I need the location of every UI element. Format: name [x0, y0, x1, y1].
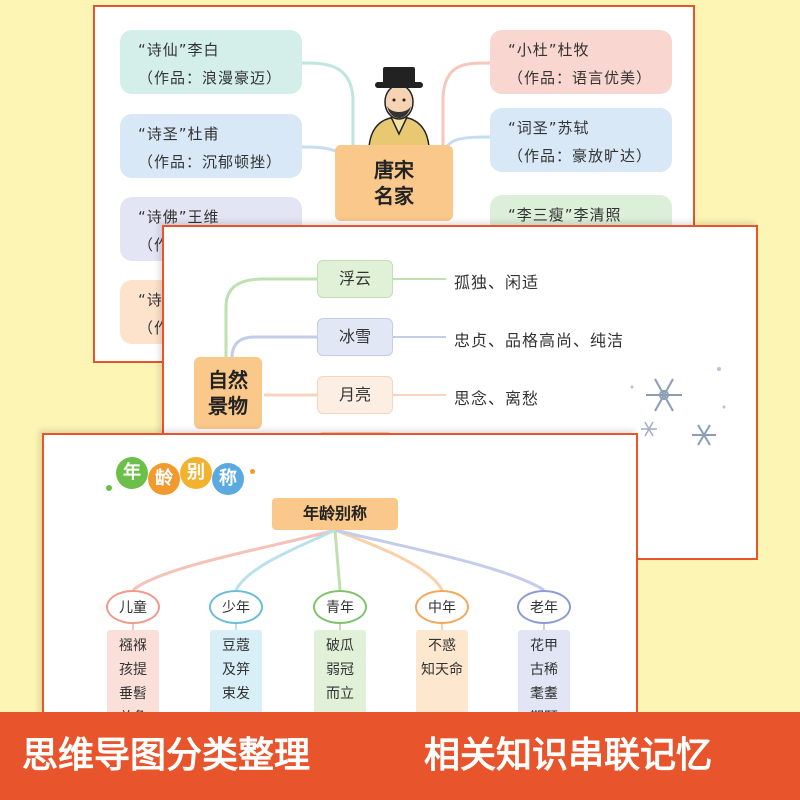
- poet-style: （作品：浪漫豪迈）: [138, 64, 302, 92]
- age-term: 不惑: [416, 634, 468, 658]
- poet-title: “诗圣”杜甫: [138, 120, 302, 148]
- bottom-banner: 思维导图分类整理 相关知识串联记忆: [0, 712, 800, 800]
- poet-style: （作品：语言优美）: [508, 64, 672, 92]
- nature-node-moon: 月亮: [317, 376, 393, 414]
- age-term: 而立: [314, 682, 366, 706]
- center-label-line1: 自然: [208, 367, 248, 393]
- poet-style: （作品：沉郁顿挫）: [138, 148, 302, 176]
- age-list-child: 襁褓 孩提 垂髫 总角: [107, 630, 159, 720]
- poet-su-shi: “词圣”苏轼 （作品：豪放旷达）: [490, 108, 672, 172]
- poet-style: （作品：豪放旷达）: [508, 142, 672, 170]
- center-label-line1: 唐宋: [374, 157, 414, 183]
- poet-du-fu: “诗圣”杜甫 （作品：沉郁顿挫）: [120, 114, 302, 178]
- age-term: 束发: [210, 682, 262, 706]
- age-term: 孩提: [107, 658, 159, 682]
- card1-center-node: 唐宋 名家: [335, 145, 453, 221]
- age-list-middle-age: 不惑 知天命: [416, 630, 468, 720]
- age-term: 弱冠: [314, 658, 366, 682]
- age-term: 花甲: [518, 634, 570, 658]
- meaning-moon: 思念、离愁: [454, 385, 539, 409]
- age-list-young-adult: 破瓜 弱冠 而立: [314, 630, 366, 720]
- center-label-line2: 名家: [374, 183, 414, 209]
- age-term: 垂髫: [107, 682, 159, 706]
- age-oval-middle-age: 中年: [415, 590, 469, 624]
- node-label: 浮云: [339, 269, 371, 288]
- scholar-portrait-icon: [361, 62, 437, 147]
- age-term: 知天命: [416, 658, 468, 682]
- age-term: 及笄: [210, 658, 262, 682]
- poet-title: “小杜”杜牧: [508, 36, 672, 64]
- poet-li-bai: “诗仙”李白 （作品：浪漫豪迈）: [120, 30, 302, 94]
- age-oval-child: 儿童: [106, 590, 160, 624]
- meaning-snow: 忠贞、品格高尚、纯洁: [454, 327, 624, 351]
- center-label-line2: 景物: [208, 393, 248, 419]
- nature-node-cloud: 浮云: [317, 260, 393, 298]
- nature-node-snow: 冰雪: [317, 318, 393, 356]
- age-list-youth: 豆蔻 及笄 束发: [210, 630, 262, 720]
- age-term: 破瓜: [314, 634, 366, 658]
- card2-center-node: 自然 景物: [194, 357, 262, 429]
- node-label: 冰雪: [339, 327, 371, 346]
- age-oval-elder: 老年: [517, 590, 571, 624]
- age-oval-young-adult: 青年: [313, 590, 367, 624]
- age-term: 襁褓: [107, 634, 159, 658]
- snowflake-icon: [624, 357, 734, 457]
- age-term: 豆蔻: [210, 634, 262, 658]
- age-term: 古稀: [518, 658, 570, 682]
- age-oval-youth: 少年: [209, 590, 263, 624]
- node-label: 月亮: [339, 385, 371, 404]
- banner-right-slogan: 相关知识串联记忆: [424, 712, 712, 800]
- poet-title: “诗仙”李白: [138, 36, 302, 64]
- age-term: 耄耋: [518, 682, 570, 706]
- banner-left-slogan: 思维导图分类整理: [22, 712, 310, 800]
- poet-du-mu: “小杜”杜牧 （作品：语言优美）: [490, 30, 672, 94]
- age-terms-title: 年龄别称: [272, 498, 398, 530]
- meaning-cloud: 孤独、闲适: [454, 269, 539, 293]
- age-list-elder: 花甲 古稀 耄耋 期颐: [518, 630, 570, 720]
- poet-title: “词圣”苏轼: [508, 114, 672, 142]
